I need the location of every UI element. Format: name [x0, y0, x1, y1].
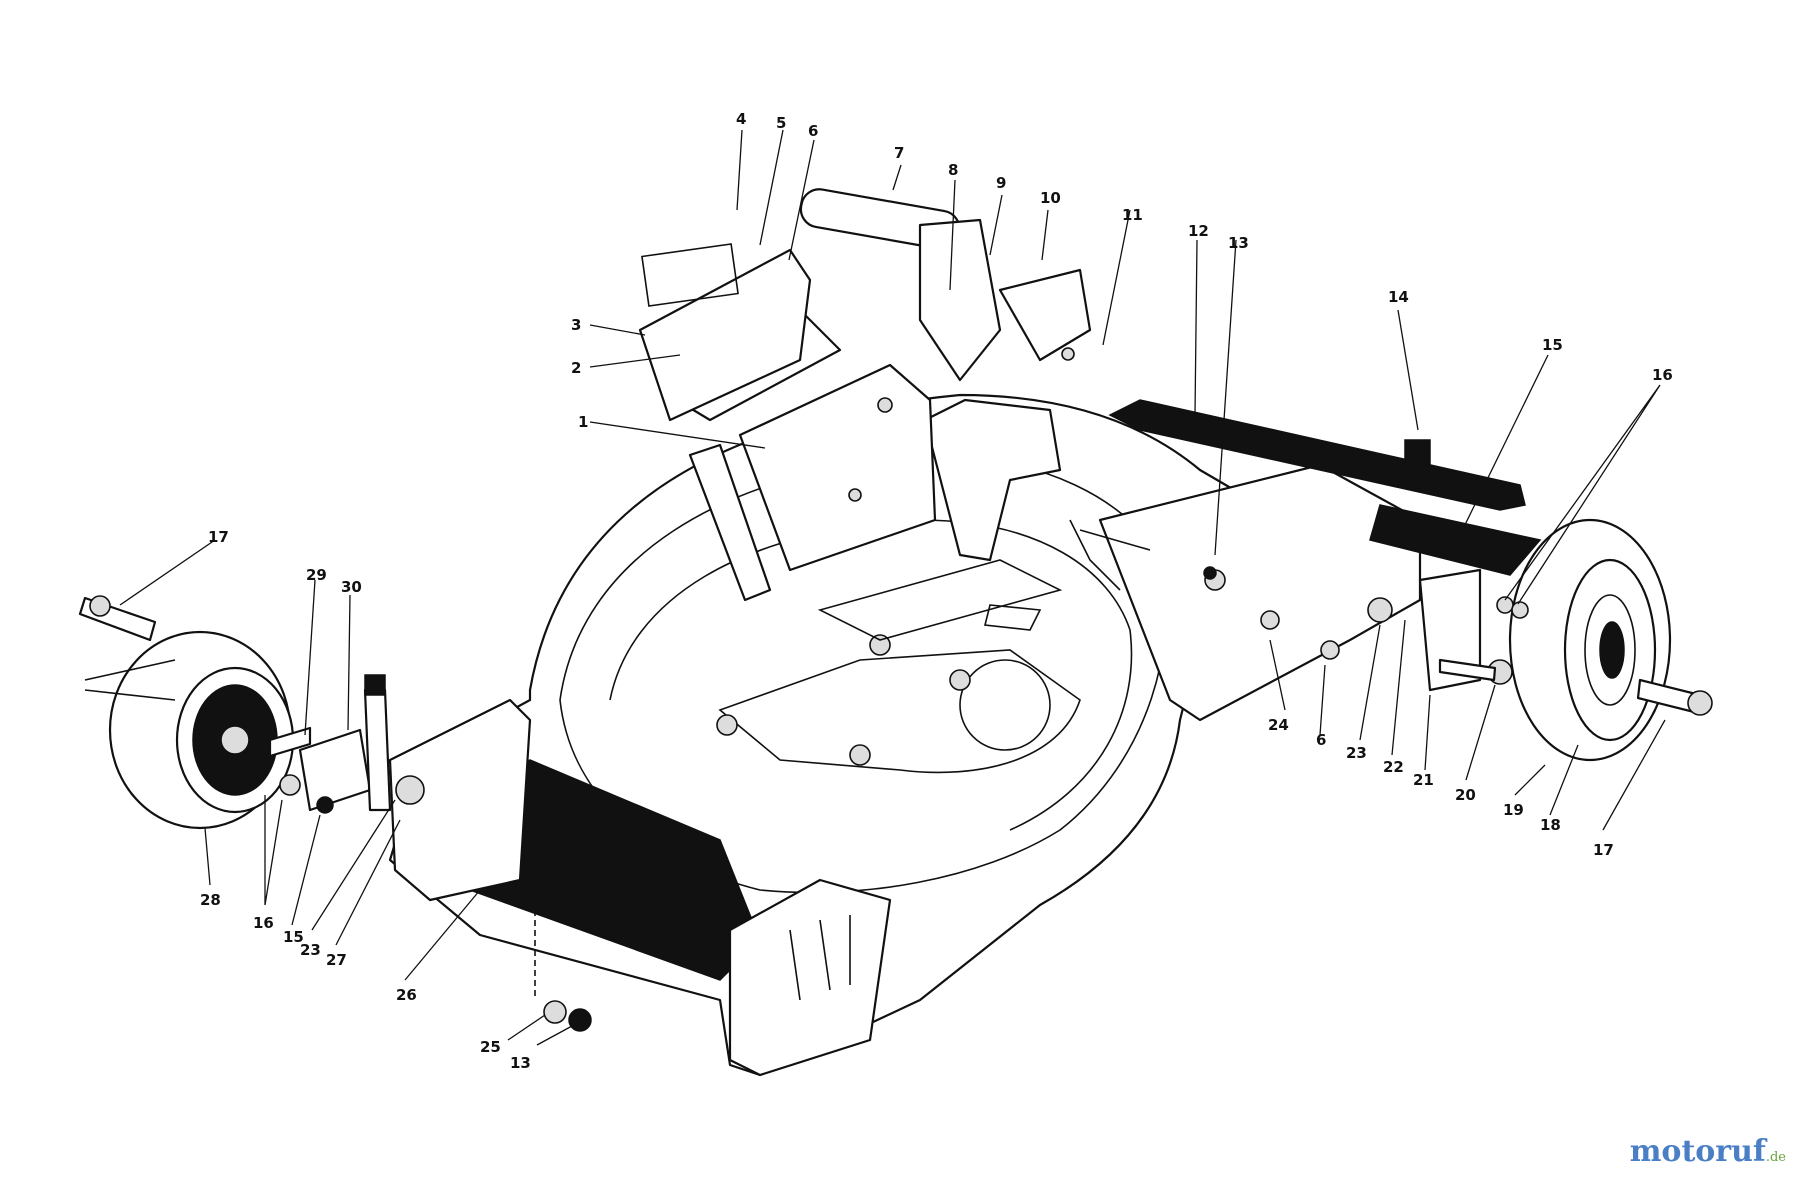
callout-23: 23 — [1346, 744, 1367, 762]
rear-door-assembly — [638, 243, 937, 572]
callout-10: 10 — [1040, 189, 1061, 207]
callout-9: 9 — [996, 174, 1006, 192]
callout-13: 13 — [1228, 234, 1249, 252]
callout-6: 6 — [808, 122, 818, 140]
callout-17: 17 — [208, 528, 229, 546]
callout-16b: 16 — [253, 914, 274, 932]
wheel-icon — [84, 630, 295, 830]
callout-2: 2 — [571, 359, 581, 377]
callout-8: 8 — [948, 161, 958, 179]
callout-21: 21 — [1413, 771, 1434, 789]
callout-18: 18 — [1540, 816, 1561, 834]
callout-14: 14 — [1388, 288, 1409, 306]
callout-11: 11 — [1122, 206, 1143, 224]
height-lever-assembly — [799, 188, 1092, 382]
rear-height-adjuster — [1203, 566, 1482, 692]
callout-1: 1 — [578, 413, 588, 431]
callout-16: 16 — [1652, 366, 1673, 384]
callout-29: 29 — [306, 566, 327, 584]
callout-15b: 15 — [283, 928, 304, 946]
callout-20: 20 — [1455, 786, 1476, 804]
callout-23b: 23 — [300, 941, 321, 959]
callout-27: 27 — [326, 951, 347, 969]
leader-lines — [119, 129, 1666, 1046]
callout-19: 19 — [1503, 801, 1524, 819]
callout-22: 22 — [1383, 758, 1404, 776]
callout-15: 15 — [1542, 336, 1563, 354]
callout-30: 30 — [341, 578, 362, 596]
callout-28: 28 — [200, 891, 221, 909]
callout-labels: 4 5 6 7 8 9 10 11 12 13 3 2 1 14 15 16 1… — [200, 110, 1673, 1072]
callout-5: 5 — [776, 114, 786, 132]
mower-deck: 46 — [388, 393, 1422, 1077]
callout-13b: 13 — [510, 1054, 531, 1072]
callout-25: 25 — [480, 1038, 501, 1056]
callout-17b: 17 — [1593, 841, 1614, 859]
callout-12: 12 — [1188, 222, 1209, 240]
callout-26: 26 — [396, 986, 417, 1004]
callout-24: 24 — [1268, 716, 1289, 734]
callout-7: 7 — [894, 144, 904, 162]
wheel-icon — [1496, 518, 1713, 762]
callout-6b: 6 — [1316, 731, 1326, 749]
left-height-adjuster — [78, 595, 425, 814]
callout-3: 3 — [571, 316, 581, 334]
rear-axle-bar — [1108, 399, 1542, 576]
watermark-logo: motoruf.de — [1629, 1134, 1786, 1169]
callout-4: 4 — [736, 110, 746, 128]
